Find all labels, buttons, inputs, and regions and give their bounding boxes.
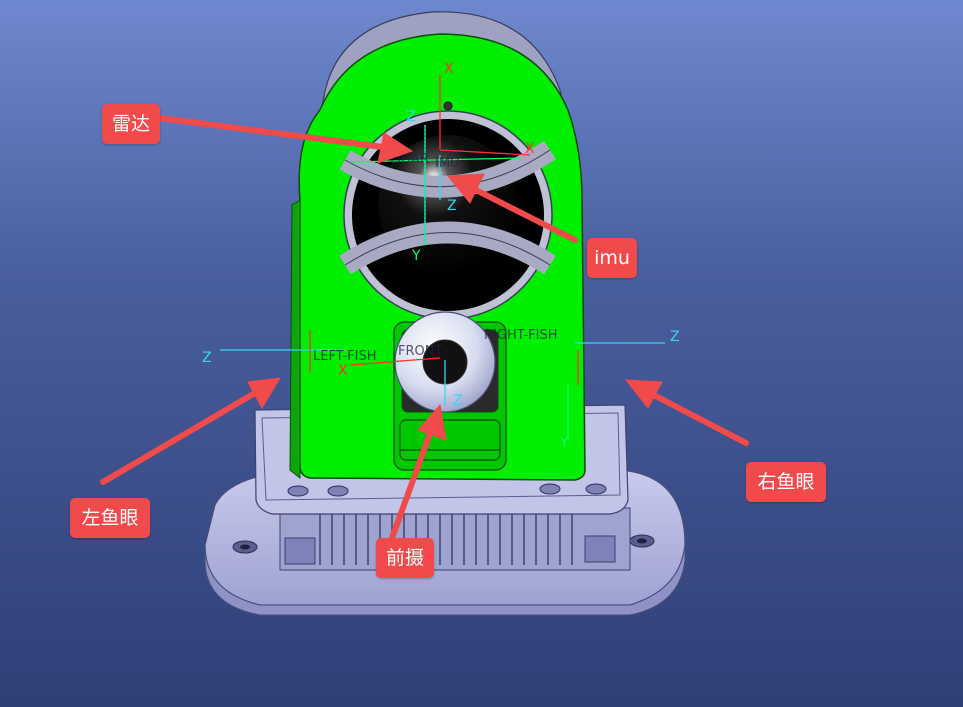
frame-label-front: FRONT bbox=[398, 344, 442, 359]
arrow-imu bbox=[446, 173, 578, 243]
axis-z-left: Z bbox=[202, 350, 212, 366]
axis-x-left: X bbox=[338, 363, 348, 379]
heatsink-fins bbox=[279, 507, 631, 571]
arrow-front-camera bbox=[389, 403, 447, 541]
callout-right-fisheye: 右鱼眼 bbox=[746, 462, 826, 502]
axis-y-right: Y bbox=[559, 435, 569, 451]
callout-front-camera: 前摄 bbox=[376, 538, 434, 578]
frame-label-right-fish: RIGHT-FISH bbox=[484, 328, 558, 343]
callout-lidar: 雷达 bbox=[102, 104, 160, 144]
axis-z-right: Z bbox=[670, 329, 680, 345]
axis-x-lidar: X bbox=[444, 61, 454, 77]
arrow-lidar bbox=[157, 115, 414, 164]
axis-y-lidar: Y bbox=[411, 248, 421, 264]
callout-left-fisheye: 左鱼眼 bbox=[70, 498, 150, 538]
callout-imu: imu bbox=[587, 238, 637, 278]
axis-z-front: Z bbox=[453, 393, 463, 409]
arrow-left-fisheye bbox=[100, 377, 281, 485]
callout-arrows bbox=[100, 115, 749, 541]
frame-label-left-fish: LEFT-FISH bbox=[313, 349, 376, 364]
axis-z-imu: Z bbox=[447, 198, 457, 214]
axis-z-lidar: Z bbox=[406, 109, 416, 125]
axis-letters: X Z X Z Y Z X Z Z Y bbox=[202, 61, 680, 451]
frame-label-imu: IMU bbox=[435, 156, 460, 171]
arrow-right-fisheye bbox=[624, 379, 749, 446]
axis-x-imu: X bbox=[525, 141, 535, 157]
